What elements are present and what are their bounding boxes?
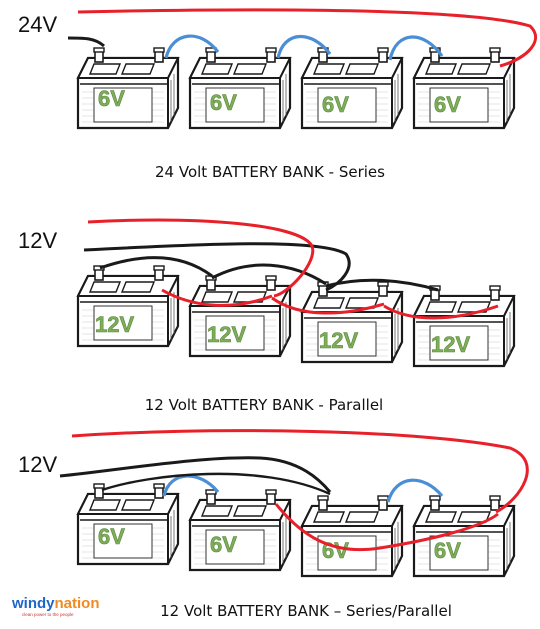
battery-parallel-4-label: 12V [431,332,470,357]
parallel-negative-wire [83,242,351,292]
battery-series-1 [76,46,180,130]
battery-series-2 [188,46,292,130]
parallel-negative-jumper-2 [211,263,327,286]
battery-series-2-label: 6V [210,90,237,115]
parallel-positive-wire [87,218,315,298]
series-negative-wire [67,36,105,48]
parallel-negative-jumper-3 [325,278,439,292]
series-parallel-positive-jumper [274,503,499,552]
battery-series-parallel-3 [300,494,404,578]
bank-parallel-voltage-label: 12V [18,228,57,253]
series-jumper-2 [276,34,332,59]
battery-series-3 [300,46,404,130]
parallel-positive-jumper-1 [161,288,273,307]
battery-series-parallel-4 [412,494,516,578]
battery-series-parallel-1 [76,482,180,566]
parallel-positive-jumper-2 [271,296,385,315]
battery-series-parallel-2 [188,488,292,572]
battery-parallel-3-label: 12V [319,328,358,353]
logo-tagline: clean power to the people [22,612,74,617]
battery-series-3-label: 6V [322,92,349,117]
series-positive-wire [77,8,537,68]
bank-parallel: 12V 12V 12V 12V 12V [18,218,516,368]
battery-parallel-1-label: 12V [95,312,134,337]
series-parallel-positive-wire [71,429,529,514]
parallel-positive-jumper-3 [383,304,499,320]
series-parallel-negative-wire [59,456,332,493]
bank-series-voltage-label: 24V [18,12,57,37]
series-jumper-1 [164,34,220,59]
parallel-negative-jumper-1 [99,256,213,278]
windynation-logo: windynation clean power to the people [11,595,100,617]
battery-parallel-2-label: 12V [207,322,246,347]
logo-brand-part1: windy [11,595,55,612]
bank-parallel-caption: 12 Volt BATTERY BANK - Parallel [145,396,383,414]
bank-series-parallel-voltage-label: 12V [18,452,57,477]
bank-series-parallel: 12V 6V 6V 6V 6V [18,429,529,578]
battery-series-parallel-3-label: 6V [322,538,349,563]
battery-series-4-label: 6V [434,92,461,117]
battery-series-parallel-4-label: 6V [434,538,461,563]
bank-series-caption: 24 Volt BATTERY BANK - Series [155,163,385,181]
series-parallel-jumper-2 [386,478,444,503]
series-parallel-negative-jumper [101,472,331,496]
battery-series-1-label: 6V [98,86,125,111]
battery-series-parallel-1-label: 6V [98,524,125,549]
bank-series: 24V 6V 6V 6V 6V [18,8,537,130]
battery-series-4 [412,46,516,130]
series-jumper-3 [388,35,444,61]
bank-series-parallel-caption: 12 Volt BATTERY BANK – Series/Parallel [160,602,452,620]
svg-text:windynation: windynation [11,595,100,612]
logo-brand-part2: nation [55,595,100,612]
battery-series-parallel-2-label: 6V [210,532,237,557]
